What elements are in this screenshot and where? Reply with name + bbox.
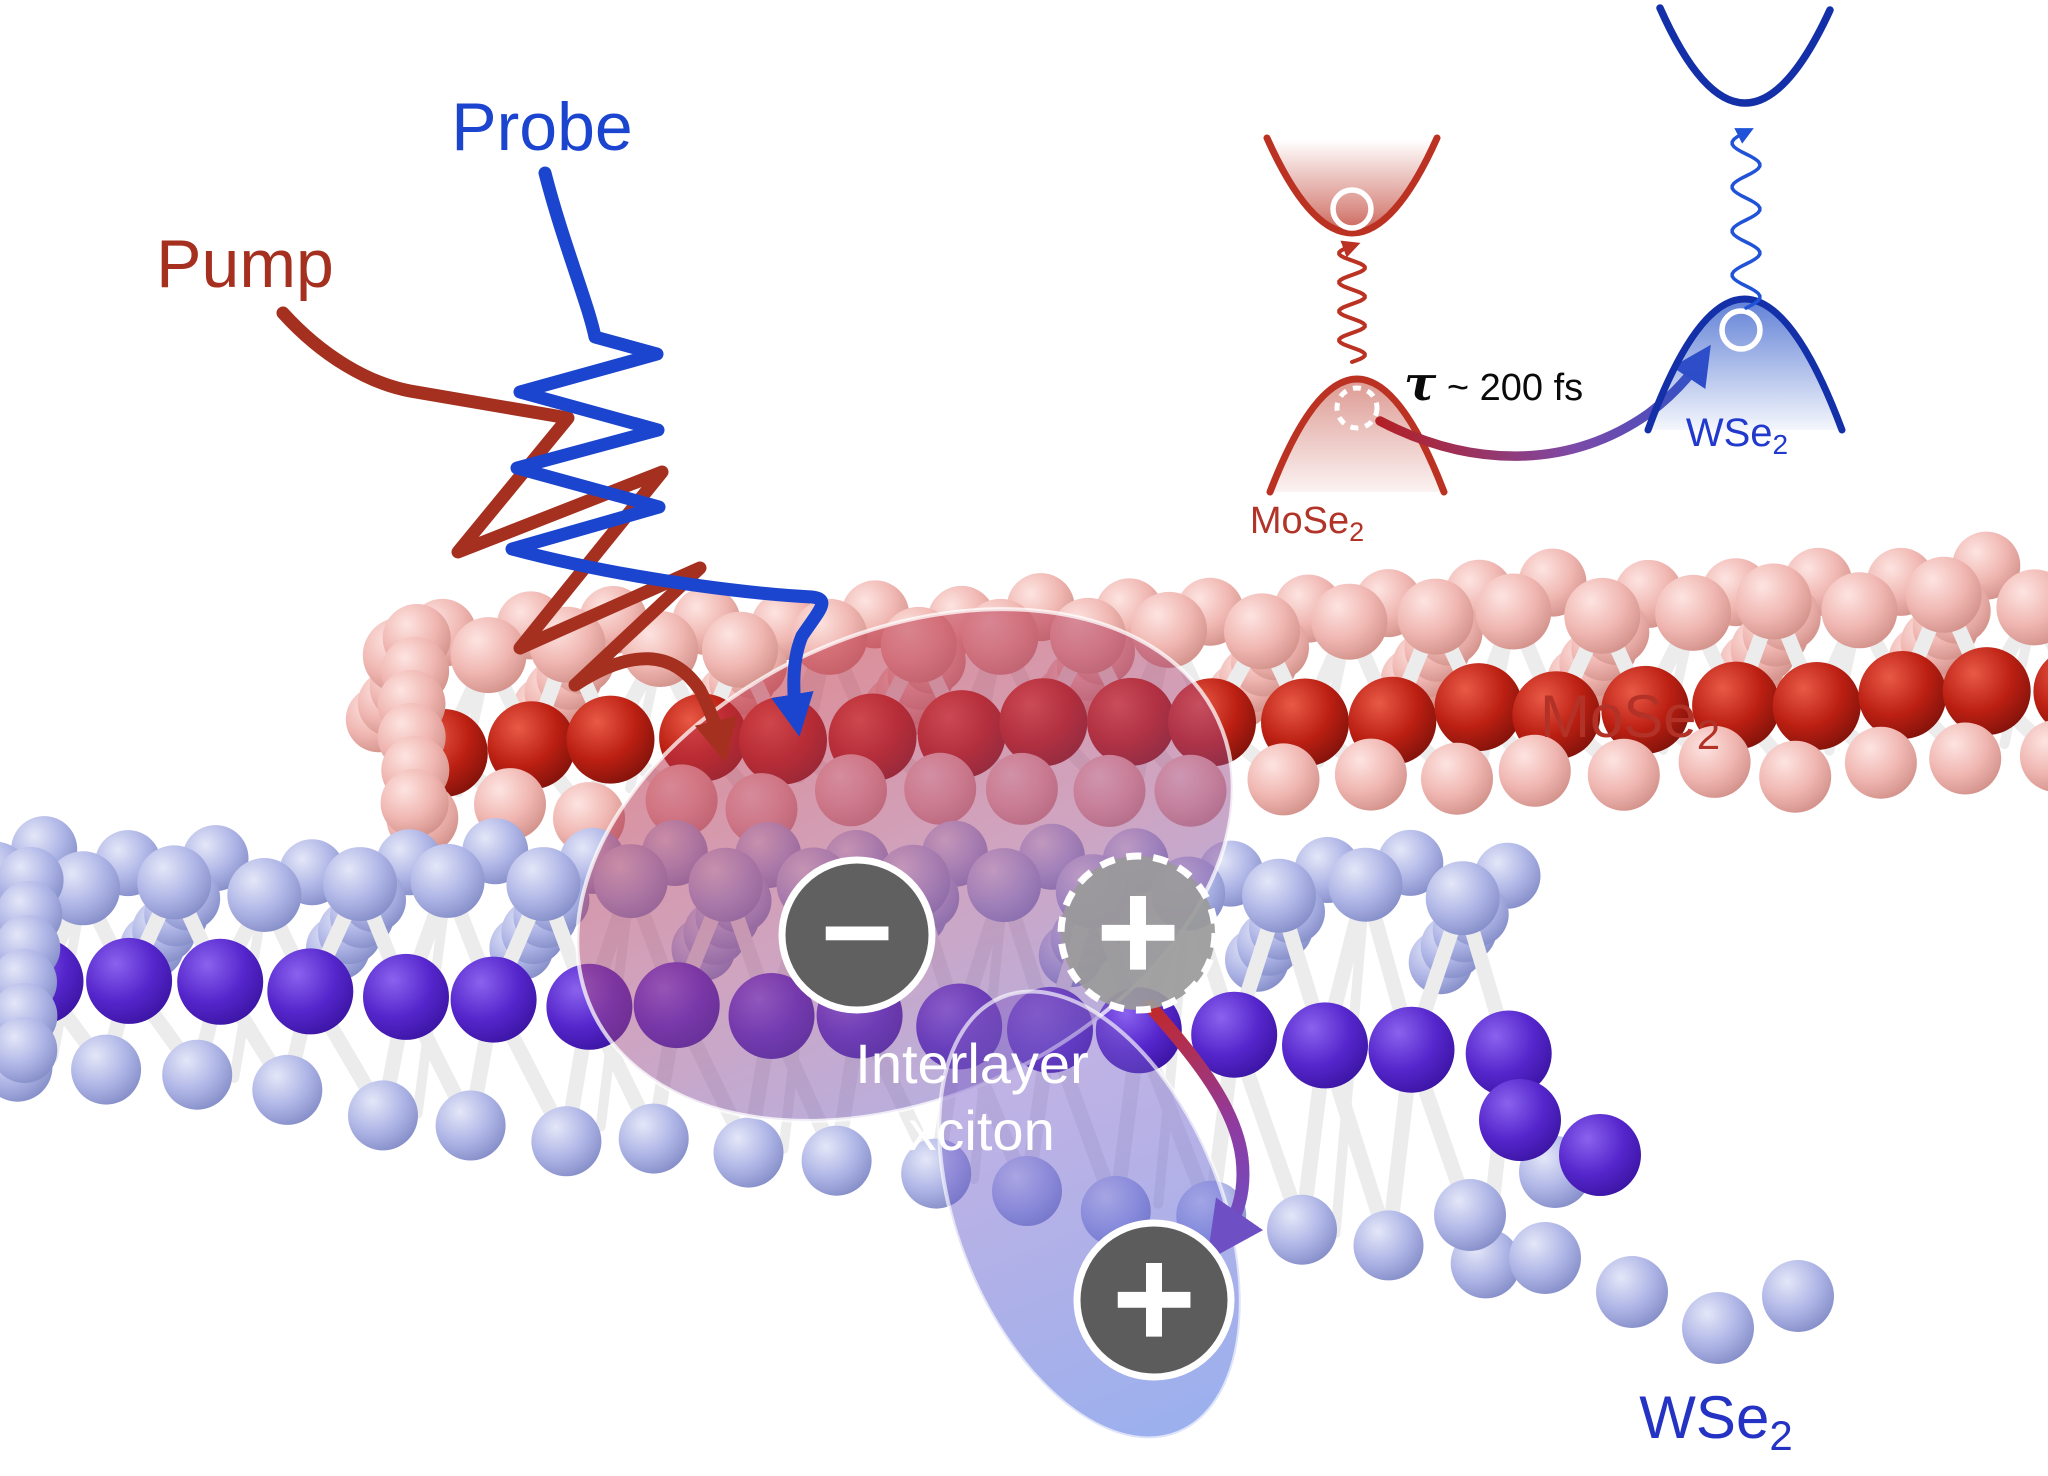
- pump-label: Pump: [156, 226, 334, 302]
- se-atom: [252, 1054, 323, 1125]
- metal-atom: [1191, 991, 1278, 1078]
- inset-mose2-label: MoSe2: [1250, 500, 1364, 547]
- se-atom: [71, 1034, 142, 1105]
- pump-beam-arrow: [276, 306, 737, 763]
- probe-beam-arrow: [505, 166, 829, 737]
- metal-atom: [1559, 1114, 1641, 1196]
- se-atom: [1564, 577, 1641, 654]
- metal-atom: [1942, 647, 2031, 736]
- metal-atom: [1772, 662, 1861, 750]
- se-atom: [529, 606, 606, 683]
- interlayer-transfer-arrow: [1143, 999, 1264, 1261]
- se-atom: [348, 1080, 418, 1151]
- se-atom: [1587, 738, 1660, 811]
- electron-badge: −: [778, 856, 936, 1014]
- hole-circle-mose2: [1334, 385, 1380, 431]
- se-atom: [713, 1117, 784, 1188]
- metal-atom: [566, 695, 655, 784]
- se-atom: [46, 851, 121, 926]
- hole-circle-wse2: [1719, 308, 1763, 352]
- hole-badge-wse2: +: [1073, 1217, 1235, 1381]
- se-atom: [1844, 726, 1917, 799]
- se-atom: [1759, 740, 1832, 813]
- se-atom: [618, 1103, 689, 1174]
- metal-atom: [1368, 1006, 1455, 1093]
- metal-atom: [86, 937, 173, 1024]
- wse2-valence-band: [1644, 295, 1846, 434]
- se-atom: [702, 611, 778, 688]
- se-atom: [1334, 738, 1407, 811]
- se-atom: [1328, 847, 1403, 922]
- metal-atom: [1601, 665, 1690, 754]
- se-atom: [1224, 593, 1300, 670]
- pump-photon-wavy: [1337, 240, 1367, 364]
- se-atom: [1596, 1256, 1668, 1328]
- se-atom: [1682, 1292, 1754, 1364]
- se-atom: [1242, 858, 1316, 933]
- se-atom: [1762, 1260, 1834, 1332]
- se-atom: [1434, 1179, 1506, 1251]
- se-atom: [1821, 572, 1898, 649]
- se-atom: [1353, 1210, 1424, 1281]
- se-atom: [506, 847, 581, 922]
- se-atom: [1905, 556, 1982, 633]
- mose2-conduction-band: [1263, 134, 1441, 237]
- interlayer-exciton-label-line2: exciton: [877, 1099, 1054, 1162]
- metal-atom: [450, 956, 537, 1043]
- se-atom: [137, 845, 212, 920]
- se-atom: [1475, 573, 1552, 650]
- probe-label: Probe: [451, 89, 632, 165]
- electron-symbol: −: [821, 863, 894, 1002]
- wse2-layer-label: WSe2: [1639, 1384, 1792, 1459]
- wse2-conduction-band: [1656, 4, 1834, 107]
- se-atom: [1267, 1194, 1337, 1265]
- metal-atom: [363, 953, 449, 1040]
- se-atom: [1735, 563, 1812, 640]
- se-atom-edge: [380, 769, 449, 837]
- metal-atom: [1282, 1002, 1368, 1089]
- metal-atom: [1465, 1010, 1552, 1097]
- se-atom: [1509, 1222, 1581, 1294]
- se-atom: [450, 617, 527, 694]
- se-atom: [1498, 734, 1571, 807]
- hole-badge-mose2: +: [1057, 850, 1219, 1014]
- se-atom: [1929, 722, 2002, 795]
- se-atom: [801, 1125, 872, 1196]
- metal-atom: [267, 948, 354, 1035]
- metal-atom: [2033, 658, 2048, 725]
- se-atom: [1996, 569, 2048, 646]
- se-atom: [435, 1090, 506, 1161]
- se-atom-edge: [0, 1017, 58, 1083]
- metal-atom: [487, 701, 576, 790]
- metal-atom: [177, 938, 264, 1025]
- se-atom: [227, 858, 302, 932]
- se-atom: [1247, 743, 1320, 816]
- se-atom: [1397, 578, 1474, 655]
- se-atom: [410, 843, 485, 918]
- hole-symbol: +: [1096, 850, 1181, 1012]
- se-atom: [1678, 725, 1751, 798]
- mose2-layer-label: MoSe2: [1540, 683, 1720, 758]
- se-atom: [1421, 742, 1493, 815]
- se-atom: [323, 847, 397, 922]
- metal-atom: [1479, 1079, 1561, 1161]
- probe-photon-wavy: [1730, 128, 1762, 310]
- inset-wse2-label: WSe2: [1686, 411, 1788, 460]
- hole-symbol-bottom: +: [1112, 1217, 1197, 1379]
- band-diagram-inset: τ ~ 200 fs MoSe2 WSe2: [1250, 4, 1846, 547]
- electron-circle-mose2: [1330, 187, 1374, 231]
- se-atom: [1425, 861, 1500, 936]
- tau-label: τ ~ 200 fs: [1404, 356, 1583, 412]
- se-atom: [2019, 720, 2048, 792]
- se-atom: [1311, 583, 1388, 660]
- metal-atom: [1434, 663, 1523, 752]
- se-atom: [531, 1106, 602, 1177]
- se-atom: [162, 1039, 233, 1110]
- metal-atom: [1858, 651, 1947, 739]
- interlayer-exciton-label-line1: Interlayer: [855, 1032, 1088, 1095]
- se-atom: [1655, 574, 1732, 651]
